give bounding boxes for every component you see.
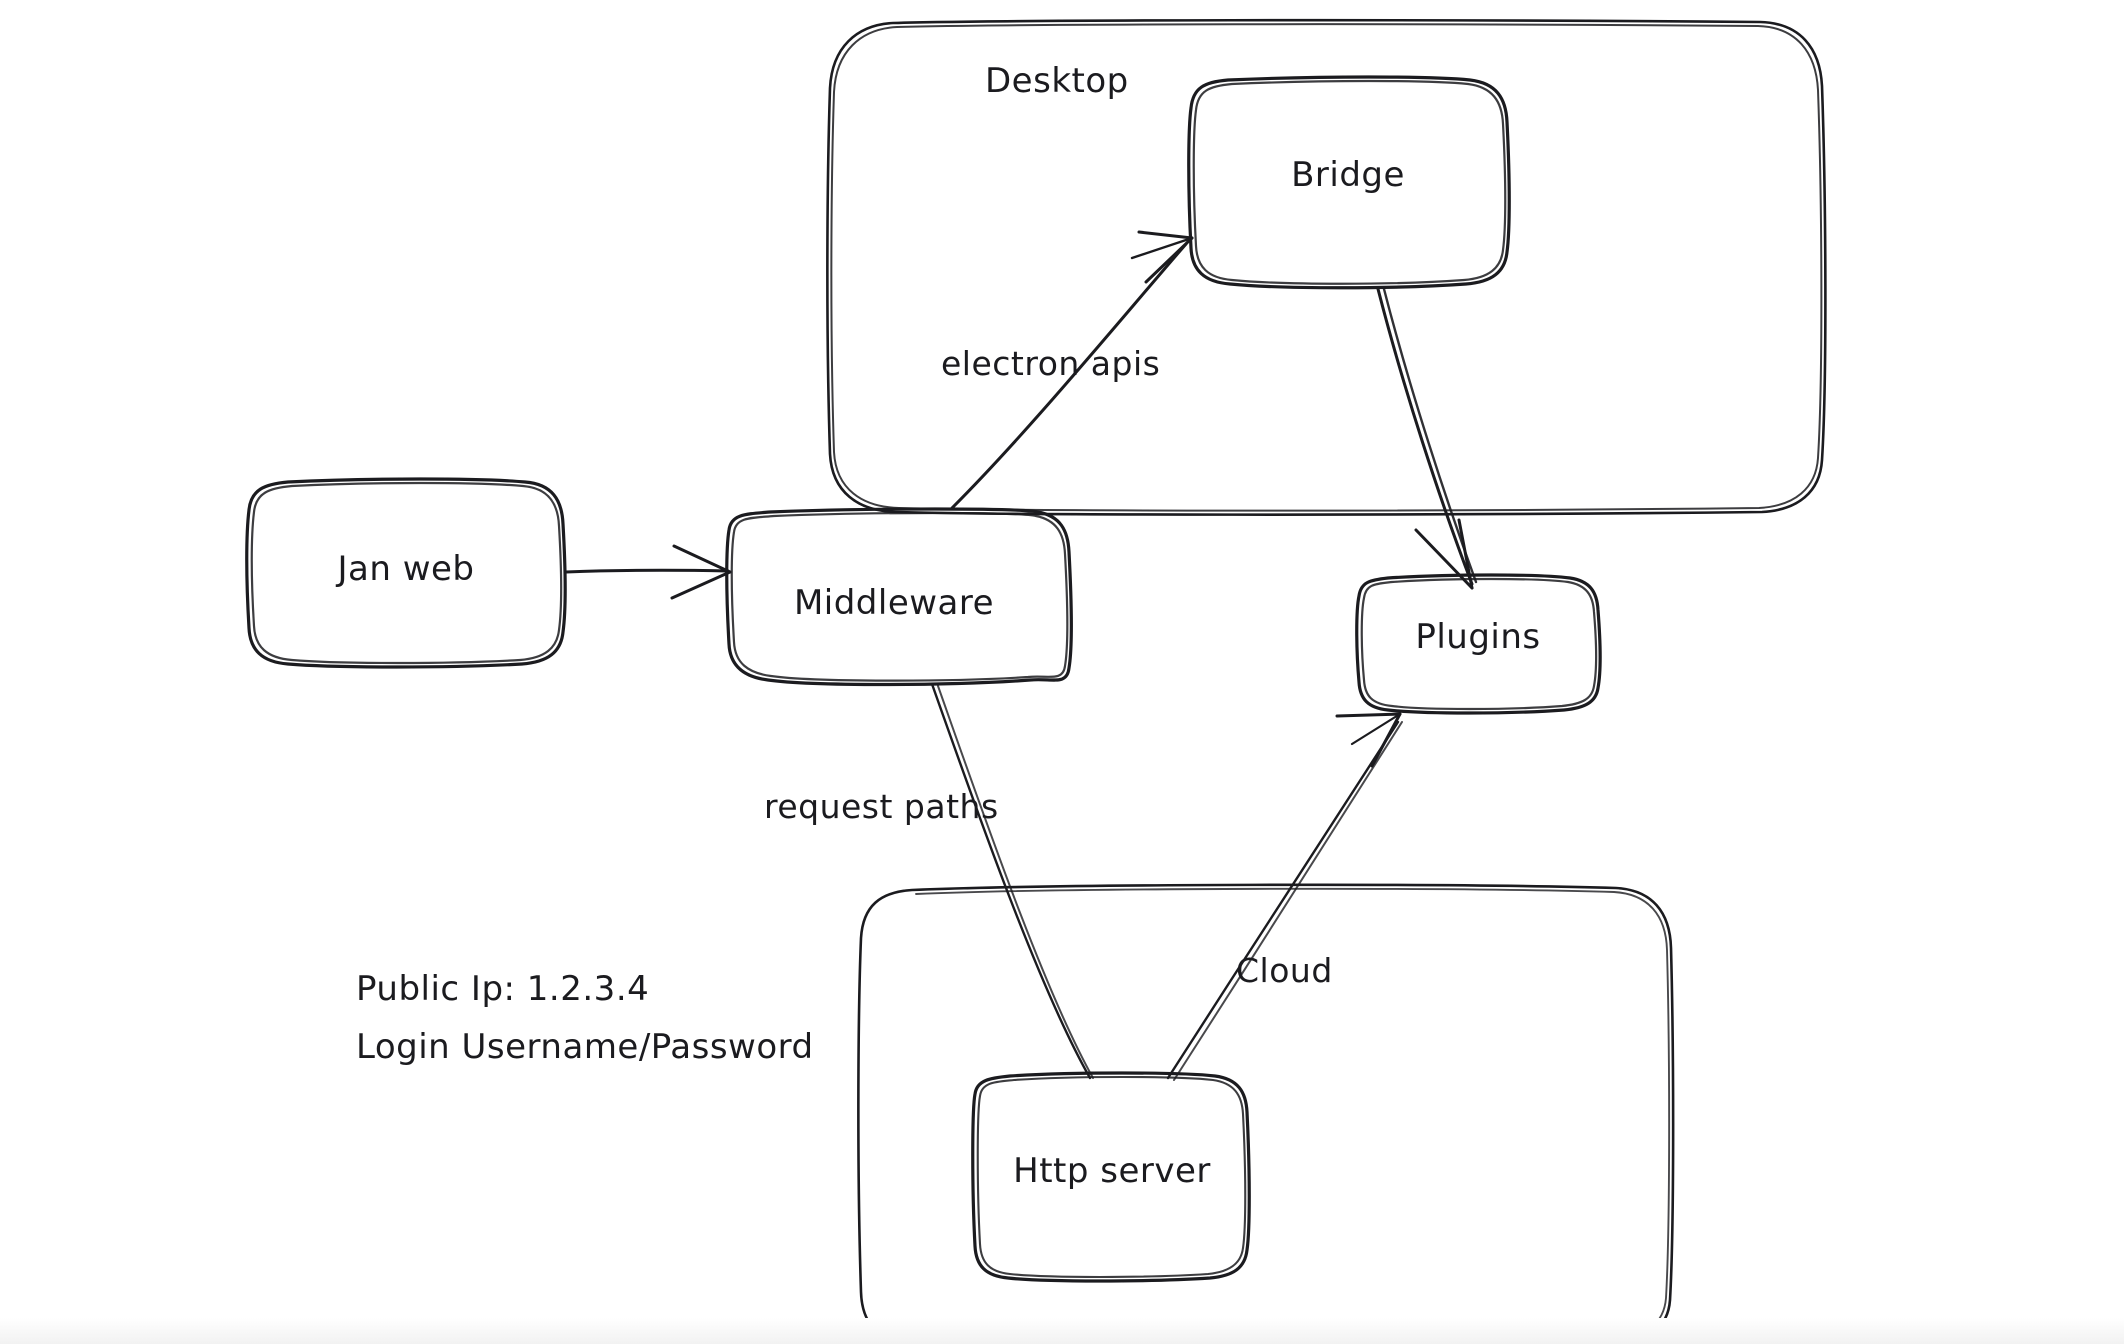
- node-plugins-label: Plugins: [1415, 617, 1540, 657]
- note-login: Login Username/Password: [356, 1027, 814, 1067]
- note-public-ip: Public Ip: 1.2.3.4: [356, 969, 649, 1009]
- bottom-gradient-band: [0, 1318, 2124, 1344]
- node-middleware[interactable]: Middleware: [725, 507, 1073, 687]
- edge-bridge-to-plugins[interactable]: [1376, 287, 1478, 590]
- node-plugins[interactable]: Plugins: [1355, 573, 1602, 715]
- edge-label-cloud: Cloud: [1236, 951, 1333, 990]
- node-http-server[interactable]: Http server: [971, 1071, 1251, 1283]
- node-bridge[interactable]: Bridge: [1187, 75, 1511, 290]
- node-jan-web[interactable]: Jan web: [245, 477, 567, 669]
- edge-middleware-to-httpserver[interactable]: [930, 682, 1094, 1080]
- node-jan-web-label: Jan web: [335, 549, 474, 589]
- edge-label-electron-apis: electron apis: [941, 344, 1160, 383]
- node-middleware-label: Middleware: [794, 583, 994, 623]
- container-desktop-label: Desktop: [985, 61, 1129, 101]
- edge-middleware-to-bridge[interactable]: [950, 230, 1194, 510]
- edge-label-request-paths: request paths: [764, 787, 999, 826]
- edge-httpserver-to-plugins[interactable]: [1166, 712, 1403, 1081]
- container-desktop[interactable]: [826, 18, 1827, 516]
- node-http-server-label: Http server: [1013, 1151, 1211, 1191]
- node-bridge-label: Bridge: [1291, 155, 1405, 195]
- edge-janweb-to-middleware[interactable]: [564, 544, 732, 600]
